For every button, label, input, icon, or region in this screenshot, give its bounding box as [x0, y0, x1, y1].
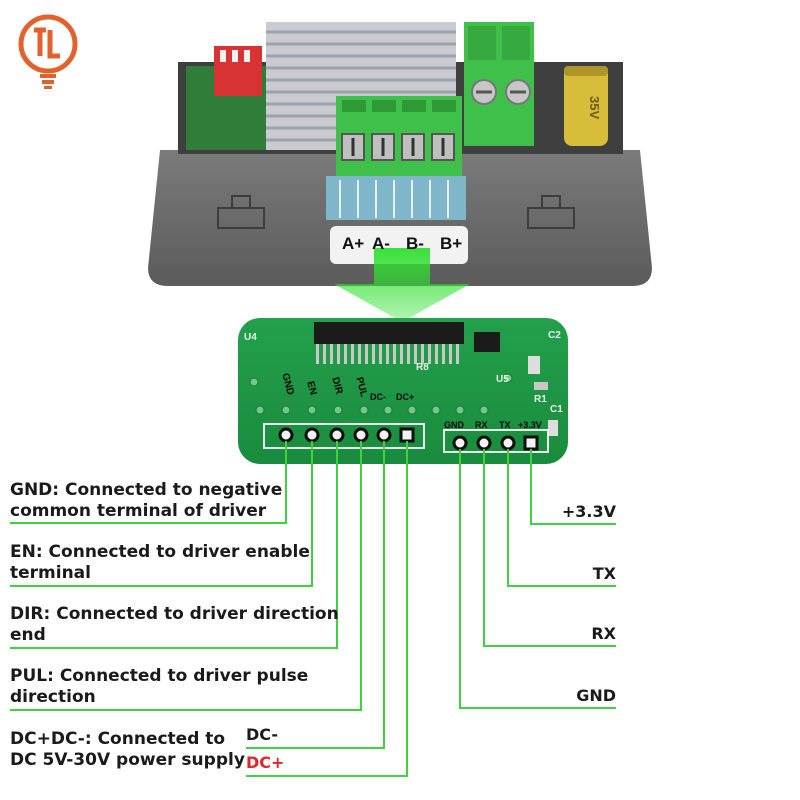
- brand-logo: [18, 14, 78, 89]
- pin-label-dc-plus: DC+: [396, 392, 415, 402]
- terminal-label-b-minus: B-: [406, 234, 424, 253]
- label-dc-plus: DC+: [246, 753, 285, 772]
- label-3v3: +3.3V: [561, 502, 616, 521]
- wire-gnd: [10, 441, 287, 524]
- uart-label-tx: TX: [499, 420, 511, 430]
- label-tx: TX: [592, 564, 616, 583]
- uart-label-rx: RX: [475, 420, 488, 430]
- module-housing: 35V: [148, 22, 652, 286]
- label-en-line1: EN: Connected to driver enable: [10, 542, 310, 562]
- ic-chip: [314, 322, 464, 344]
- label-en: EN: Connected to driver enable terminal: [10, 542, 310, 584]
- wire-pul: [10, 441, 362, 711]
- label-dc-minus: DC-: [246, 725, 279, 744]
- pointer-arrow: [334, 248, 470, 322]
- capacitor: 35V: [564, 66, 608, 146]
- silk-c1: C1: [550, 404, 563, 415]
- label-uart-gnd: GND: [576, 686, 616, 705]
- label-pul: PUL: Connected to driver pulse direction: [10, 666, 308, 708]
- pcb-board: [238, 318, 568, 464]
- power-terminal-block: [464, 22, 534, 146]
- uart-label-gnd: GND: [444, 420, 464, 430]
- silk-u4: U4: [244, 332, 257, 343]
- terminal-label-a-plus: A+: [342, 234, 365, 253]
- capacitor-label: 35V: [587, 96, 602, 119]
- wire-rx: [483, 449, 616, 647]
- label-pul-line2: direction: [10, 687, 96, 707]
- terminal-label-plate: [330, 226, 468, 264]
- label-dir-line2: end: [10, 625, 46, 645]
- label-en-line2: terminal: [10, 563, 91, 583]
- wire-3v3: [530, 449, 616, 525]
- label-rx: RX: [591, 624, 616, 643]
- terminal-label-b-plus: B+: [440, 234, 463, 253]
- label-dir: DIR: Connected to driver direction end: [10, 604, 339, 646]
- uart-label-3v3: +3.3V: [518, 420, 542, 430]
- wire-uart-gnd: [459, 449, 616, 709]
- silk-r1: R1: [534, 394, 547, 405]
- label-dc-line1: DC+DC-: Connected to: [10, 729, 226, 749]
- wire-dc-minus: [246, 441, 385, 749]
- terminal-label-a-minus: A-: [372, 234, 390, 253]
- motor-terminal-block: [326, 96, 466, 220]
- label-pul-line1: PUL: Connected to driver pulse: [10, 666, 309, 686]
- label-gnd-line1: GND: Connected to negative: [10, 480, 283, 500]
- label-dc-line2: DC 5V-30V power supply: [10, 750, 245, 770]
- wire-en: [10, 441, 313, 587]
- label-dc-power: DC+DC-: Connected to DC 5V-30V power sup…: [10, 729, 245, 771]
- silk-r8: R8: [416, 362, 429, 373]
- label-dir-line1: DIR: Connected to driver direction: [10, 604, 339, 624]
- silk-u5: U5: [496, 374, 509, 385]
- label-gnd-line2: common terminal of driver: [10, 501, 267, 521]
- uart-pins: [452, 435, 539, 451]
- connection-wires: [10, 441, 616, 777]
- wire-dir: [10, 441, 338, 649]
- label-gnd: GND: Connected to negative common termin…: [10, 480, 282, 522]
- silk-c2: C2: [548, 330, 561, 341]
- pin-label-dc-minus: DC-: [370, 392, 386, 402]
- wire-tx: [507, 449, 616, 587]
- wire-dc-plus: [246, 441, 408, 777]
